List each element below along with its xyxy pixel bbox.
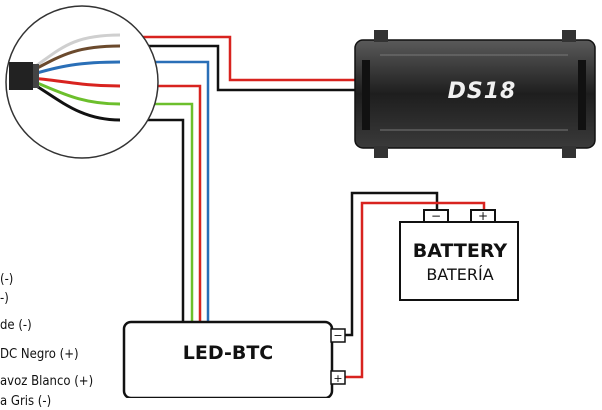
battery-wires	[345, 191, 486, 379]
battery-label-es: BATERÍA	[426, 265, 494, 284]
controller-label: LED-BTC	[182, 342, 274, 364]
led-btc-module	[122, 320, 346, 398]
battery-pos-terminal: +	[478, 209, 488, 223]
amplifier	[354, 30, 596, 158]
battery-label-en: BATTERY	[412, 240, 508, 262]
wire-battery-pos	[345, 201, 486, 379]
wire-black	[120, 118, 185, 322]
wiring-diagram: − + − +	[5, 5, 596, 398]
battery	[399, 209, 519, 301]
controller-pos-terminal: +	[333, 372, 342, 385]
harness-circle	[5, 5, 159, 159]
controller-neg-terminal: −	[333, 329, 342, 342]
wire-gray-amp	[120, 44, 355, 92]
wire-white-amp	[120, 35, 355, 82]
amplifier-logo: DS18	[447, 79, 517, 104]
battery-neg-terminal: −	[431, 209, 441, 223]
wire-battery-neg	[345, 191, 439, 337]
